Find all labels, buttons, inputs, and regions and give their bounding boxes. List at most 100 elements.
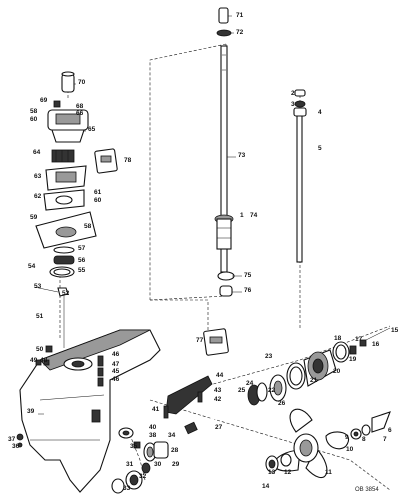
callout-42: 42 — [214, 396, 222, 403]
callout-48: 48 — [40, 357, 48, 364]
trim-tab — [165, 375, 213, 415]
callout-73: 73 — [238, 152, 246, 159]
callout-30: 30 — [154, 461, 162, 468]
shaft-seal-ring — [217, 271, 235, 281]
callout-65: 65 — [88, 126, 96, 133]
callout-26: 26 — [278, 400, 286, 407]
callout-52: 52 — [62, 290, 70, 297]
callout-20: 20 — [333, 368, 341, 375]
link-clip — [57, 287, 69, 297]
callout-53: 53 — [34, 283, 42, 290]
callout-23: 23 — [265, 353, 273, 360]
callout-78: 78 — [124, 157, 132, 164]
callout-19: 19 — [349, 356, 357, 363]
propeller-hardware — [265, 411, 391, 473]
figure-code: OB 3854 — [355, 487, 379, 493]
callout-10: 10 — [346, 446, 354, 453]
callout-8: 8 — [362, 436, 366, 443]
callout-36: 36 — [12, 443, 20, 450]
callout-69: 69 — [40, 97, 48, 104]
callout-55: 55 — [78, 267, 86, 274]
callout-58: 58 — [30, 108, 38, 115]
callout-3: 3 — [291, 101, 295, 108]
callout-25: 25 — [238, 387, 246, 394]
callout-58: 58 — [84, 223, 92, 230]
callout-28: 28 — [171, 447, 179, 454]
callout-1: 1 — [240, 212, 244, 219]
callout-31: 31 — [126, 461, 134, 468]
callout-63: 63 — [34, 173, 42, 180]
callout-18: 18 — [334, 335, 342, 342]
callout-22: 22 — [268, 387, 276, 394]
callout-13: 13 — [268, 469, 276, 476]
bearing-carrier-assembly — [247, 327, 391, 406]
callout-21: 21 — [310, 377, 318, 384]
callout-7: 7 — [383, 436, 387, 443]
callout-57: 57 — [78, 245, 86, 252]
callout-39: 39 — [27, 408, 35, 415]
callout-44: 44 — [216, 372, 224, 379]
leader-lines — [33, 15, 242, 415]
top-fitting — [218, 7, 229, 24]
callout-32: 32 — [139, 473, 147, 480]
callout-33: 33 — [123, 485, 131, 492]
callout-11: 11 — [325, 469, 332, 476]
callout-46: 46 — [112, 376, 120, 383]
trim-tab-screw — [197, 391, 203, 403]
callout-16: 16 — [372, 341, 380, 348]
callout-43: 43 — [214, 387, 222, 394]
callout-34: 34 — [168, 432, 176, 439]
callout-47: 47 — [112, 361, 120, 368]
callout-4: 4 — [318, 109, 322, 116]
callout-49: 49 — [30, 357, 38, 364]
callout-9: 9 — [345, 434, 349, 441]
callout-46: 46 — [112, 351, 120, 358]
callout-14: 14 — [262, 483, 270, 490]
callout-24: 24 — [246, 380, 254, 387]
callout-17: 17 — [355, 336, 363, 343]
callout-68: 68 — [76, 103, 84, 110]
callout-6: 6 — [388, 427, 392, 434]
callout-71: 71 — [236, 12, 244, 19]
callout-74: 74 — [250, 212, 258, 219]
callout-27: 27 — [215, 424, 223, 431]
drive-shaft — [214, 45, 234, 273]
callout-61: 61 — [94, 189, 102, 196]
callout-72: 72 — [236, 29, 244, 36]
callout-70: 70 — [78, 79, 86, 86]
callout-38: 38 — [149, 432, 157, 439]
housing-fasteners — [16, 345, 104, 448]
callout-2: 2 — [291, 90, 295, 97]
callout-35: 35 — [130, 443, 138, 450]
callout-41: 41 — [152, 406, 160, 413]
callout-50: 50 — [36, 346, 44, 353]
callout-75: 75 — [244, 272, 252, 279]
callout-5: 5 — [318, 145, 322, 152]
callout-37: 37 — [8, 436, 16, 443]
callout-51: 51 — [36, 313, 44, 320]
callout-62: 62 — [34, 193, 42, 200]
shift-rod — [293, 89, 307, 263]
propeller — [273, 408, 328, 479]
callout-77: 77 — [196, 337, 204, 344]
callout-56: 56 — [78, 257, 86, 264]
gasket-kit-78 — [94, 148, 118, 174]
lower-gear-set — [111, 427, 169, 494]
top-washer — [216, 29, 232, 37]
callout-60: 60 — [30, 116, 38, 123]
trim-tab-bolt — [163, 405, 169, 419]
callout-45: 45 — [112, 368, 120, 375]
callout-64: 64 — [33, 149, 41, 156]
callout-66: 66 — [76, 110, 84, 117]
callout-29: 29 — [172, 461, 180, 468]
callout-60: 60 — [94, 197, 102, 204]
callout-54: 54 — [28, 263, 36, 270]
callout-40: 40 — [149, 424, 157, 431]
callout-15: 15 — [391, 327, 399, 334]
water-pump-assembly — [35, 71, 97, 278]
callout-12: 12 — [284, 469, 292, 476]
gearcase-housing — [19, 329, 161, 493]
